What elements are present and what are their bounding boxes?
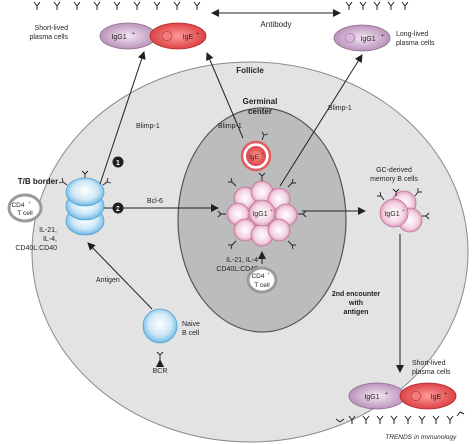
short-lived-plasma-cells-top: IgG1 + IgE +	[99, 22, 207, 50]
short-lived-plasma-cells-bottom: IgG1 + IgE +	[348, 382, 457, 410]
gc-ige-label: IgE	[249, 154, 259, 161]
naive-label-line2: B cell	[182, 330, 200, 337]
cd4-gc-plus: +	[267, 271, 270, 276]
step-2-number: 2	[116, 206, 120, 213]
short-lived-top-label-line2: plasma cells	[29, 34, 68, 41]
naive-label-line1: Naive	[182, 321, 200, 328]
second-encounter-line2: with	[348, 300, 363, 307]
antibody-row-left	[33, 1, 201, 10]
antigen-label: Antigen	[96, 277, 120, 284]
tb-border-label: T/B border	[18, 177, 58, 186]
long-lived-label-line1: Long-lived	[396, 31, 428, 38]
blimp1-center-label: Blimp-1	[218, 123, 242, 130]
cytokines-gc-line1: IL-21, IL-4	[226, 257, 258, 264]
igg1-label-long: IgG1	[360, 36, 375, 43]
cd4-t-cell-left: CD4 + T cell	[7, 193, 43, 223]
second-encounter-line3: antigen	[344, 309, 369, 316]
follicle-label: Follicle	[236, 66, 264, 75]
short-lived-bottom-label-line1: Short-lived	[412, 360, 446, 367]
footer-journal: TRENDS	[385, 434, 412, 441]
igg1-plus-long: +	[381, 33, 384, 39]
cd4-left-line1: CD4	[11, 202, 24, 209]
arrow-to-short-lived	[99, 51, 146, 185]
gc-igg1-b-cell-cluster: IgG1 +	[217, 172, 307, 250]
ige-label-top: IgE	[183, 34, 194, 41]
gc-memory-label-line2: memory B cells	[370, 176, 418, 183]
arrow-gc-to-long-lived	[279, 54, 363, 187]
arrow-gc-ige-to-plasma	[206, 52, 244, 139]
ige-label-bottom: IgE	[431, 394, 442, 401]
antibody-row-right	[345, 1, 409, 10]
ige-plus-bottom: +	[444, 391, 447, 397]
cytokines-left-line1: IL-21,	[39, 227, 57, 234]
second-encounter-line1: 2nd encounter	[332, 291, 381, 298]
cd4-t-cell-gc: CD4 + T cell	[246, 266, 278, 294]
gc-igg1-label: IgG1	[252, 211, 267, 218]
gc-memory-label-line1: GC-derived	[376, 167, 412, 174]
igg1-plus-top: +	[132, 31, 135, 37]
cytokines-gc-line2: CD40L:CD40	[216, 266, 258, 273]
footer-section: in Immunology	[414, 434, 457, 441]
blimp1-right-label: Blimp-1	[328, 105, 352, 112]
gc-igg1-plus: +	[270, 208, 273, 213]
step-1-marker: 1	[112, 156, 124, 168]
cd4-left-plus: +	[28, 200, 31, 205]
long-lived-plasma-cell: IgG1 +	[333, 24, 391, 52]
igg1-label-bottom: IgG1	[364, 394, 379, 401]
cytokines-left-line3: CD40L:CD40	[15, 245, 57, 252]
memory-igg1-plus: +	[402, 208, 405, 213]
cd4-left-line2: T cell	[17, 210, 33, 217]
cd4-gc-line1: CD4	[251, 273, 264, 280]
antibody-row-bottom	[335, 411, 465, 424]
memory-igg1-label: IgG1	[384, 211, 399, 218]
igg1-label-top: IgG1	[111, 34, 126, 41]
germinal-center-label-line2: center	[248, 107, 272, 116]
short-lived-bottom-label-line2: plasma cells	[412, 369, 451, 376]
igg1-plus-bottom: +	[385, 391, 388, 397]
long-lived-label-line2: plasma cells	[396, 40, 435, 47]
cd4-gc-line2: T cell	[254, 282, 270, 289]
gc-memory-b-cells: IgG1 +	[377, 188, 430, 233]
cytokines-left-line2: IL-4,	[43, 236, 57, 243]
bcr-label: BCR	[153, 368, 168, 375]
ige-plus-top: +	[196, 31, 199, 37]
arrow-naive-to-activated	[87, 242, 153, 310]
gc-ige-b-cell: IgE +	[240, 131, 272, 172]
naive-b-cell	[142, 308, 178, 344]
blimp1-left-label: Blimp-1	[136, 123, 160, 130]
germinal-center-label-line1: Germinal	[243, 97, 278, 106]
short-lived-top-label-line1: Short-lived	[35, 25, 69, 32]
bcl6-label: Bcl-6	[147, 198, 163, 205]
step-1-number: 1	[116, 160, 120, 167]
gc-ige-plus: +	[261, 151, 264, 156]
antibody-label: Antibody	[260, 20, 291, 29]
activated-b-cell-cluster	[58, 170, 112, 236]
